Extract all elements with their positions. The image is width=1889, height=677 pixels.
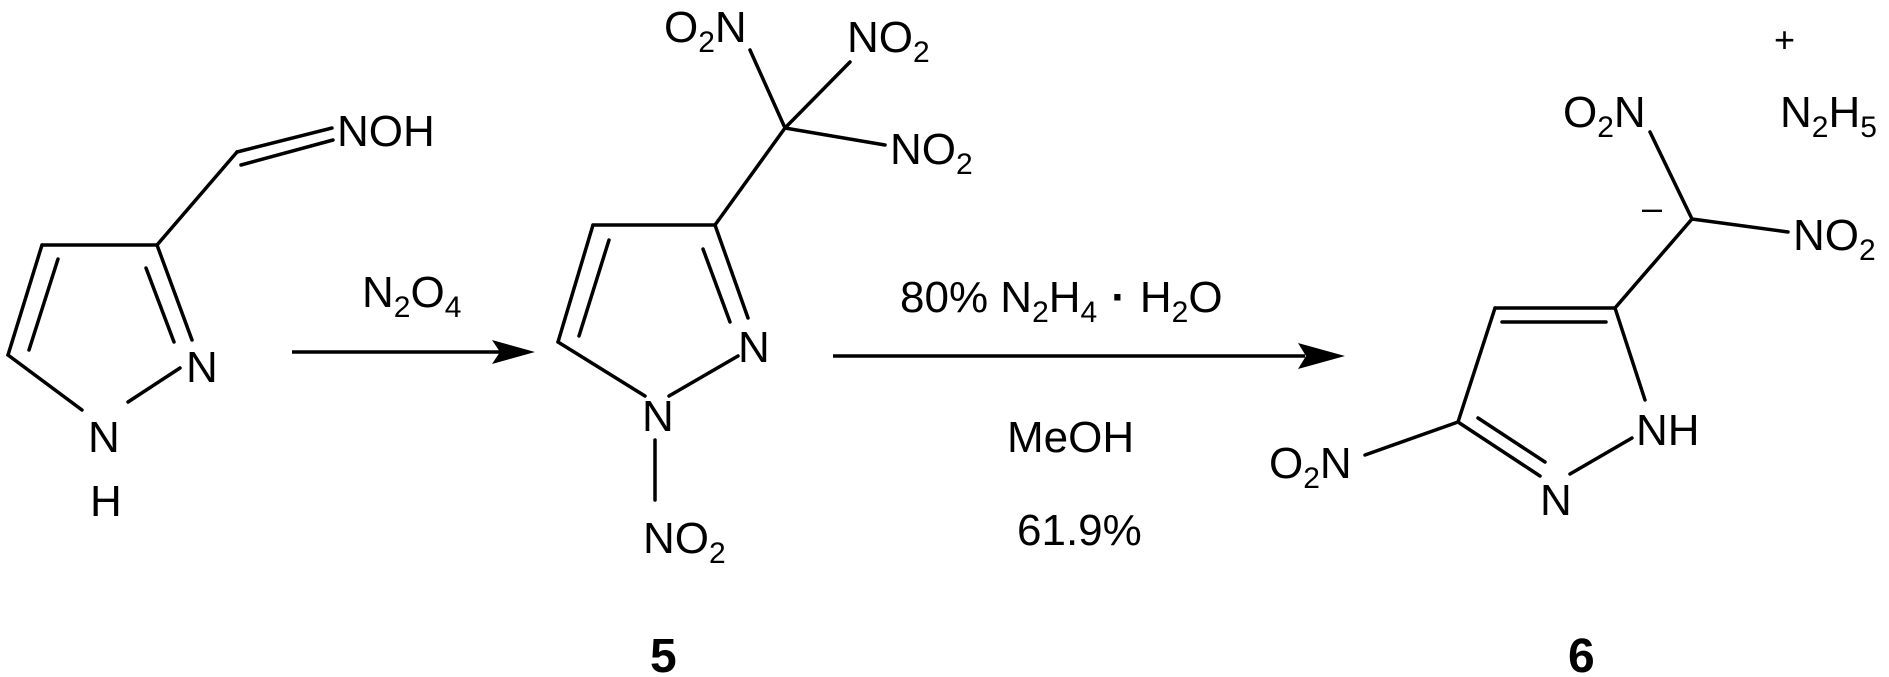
reaction-arrow-1: N2O4 [292, 268, 535, 364]
bond-c5-n-inner [144, 266, 176, 344]
bond-n-n [126, 366, 182, 404]
bond-c5-nh [1613, 306, 1647, 402]
bond-c3-nitro [1363, 420, 1460, 457]
nitro-group: O2N [1563, 88, 1646, 144]
bond-c4-c5-inner [577, 238, 611, 338]
bond-c5-c [1613, 217, 1694, 310]
bond-c-no2-top [1648, 130, 1694, 221]
nitro-group: NO2 [643, 514, 726, 570]
bond-c3-n2-inner [701, 247, 732, 324]
bond-c3-n [1456, 420, 1542, 478]
atom-n: N [186, 343, 218, 392]
bond-cq-no2-b [783, 60, 852, 130]
bond-c4-c5-outer [556, 223, 595, 344]
hydrazinium-ion: N2H5 [1780, 88, 1877, 144]
bond-c4-c3 [1456, 306, 1497, 424]
arrow-head [1298, 343, 1345, 369]
solvent: MeOH [1007, 413, 1134, 462]
atom-n: N [738, 323, 770, 372]
bond-c3-n [6, 353, 84, 412]
positive-charge: + [1774, 19, 1795, 60]
bond-c5-ch [155, 150, 239, 247]
compound-5: N N NO2 O2N NO2 NO2 5 [556, 3, 973, 677]
reagent-n2o4: N2O4 [362, 268, 461, 324]
nitro-group: NO2 [890, 125, 973, 181]
atom-nh: NH [1636, 406, 1700, 455]
nitro-group: NO2 [847, 13, 930, 69]
oxime-group: NOH [337, 107, 435, 156]
atom-h: H [90, 477, 122, 526]
bond-ch-n [235, 126, 334, 154]
atom-n: N [642, 392, 674, 441]
bond-cq-no2-a [748, 48, 787, 130]
atom-n: N [1540, 476, 1572, 525]
bond-c5-n [155, 243, 194, 342]
nitro-group: O2N [664, 3, 747, 59]
bond-ch-n-inner [239, 138, 335, 167]
bond-c-no2-right [1690, 217, 1790, 234]
reaction-arrow-2: 80% N2H4·H2O MeOH 61.9% [833, 273, 1345, 555]
nitro-group: O2N [1269, 439, 1352, 495]
negative-charge: – [1642, 187, 1662, 228]
bond-cq-no2-c [783, 126, 887, 147]
atom-n: N [88, 413, 120, 462]
arrow-head [492, 340, 535, 364]
bond-n1-n2 [667, 354, 740, 398]
starting-material: N N H NOH [6, 107, 435, 526]
bond-n-nh [1568, 436, 1634, 476]
nitro-group: NO2 [1793, 211, 1876, 267]
bond-c3-cq [713, 126, 787, 227]
reagent-hydrazine-hydrate: 80% N2H4·H2O [900, 273, 1223, 329]
bond-c3-c4 [6, 243, 44, 357]
compound-6: NH N O2N O2N NO2 – + N2H5 6 [1269, 19, 1877, 677]
yield: 61.9% [1017, 506, 1142, 555]
bond-c3-n2 [713, 223, 750, 320]
bond-c-n1 [556, 340, 647, 398]
bond-c3-n-inner [1476, 416, 1547, 464]
compound-label-5: 5 [650, 630, 677, 677]
compound-label-6: 6 [1568, 630, 1595, 677]
bond-c3-c4-inner [27, 257, 60, 352]
